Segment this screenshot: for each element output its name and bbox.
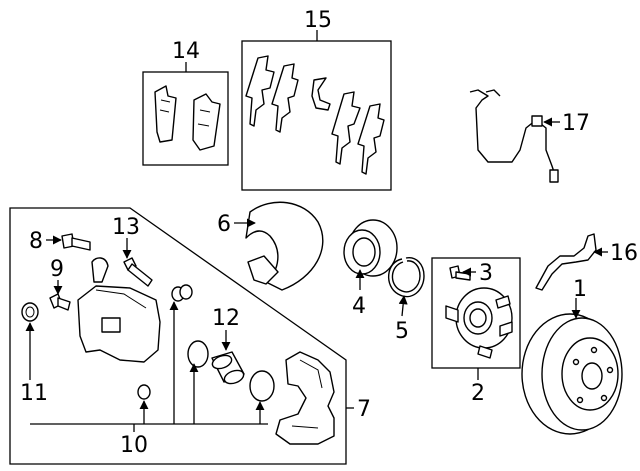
callout-1[interactable]: 1 — [573, 277, 587, 302]
callout-3[interactable]: 3 — [479, 261, 493, 286]
callout-16[interactable]: 16 — [610, 241, 638, 266]
abs-sensor-bracket[interactable] — [535, 233, 597, 291]
callout-11[interactable]: 11 — [20, 381, 48, 406]
caliper-bracket[interactable] — [275, 351, 335, 445]
callout-12[interactable]: 12 — [212, 306, 240, 331]
boot[interactable] — [137, 284, 193, 400]
callout-9[interactable]: 9 — [50, 257, 64, 282]
wheel-hub-assembly[interactable] — [445, 287, 513, 359]
callout-17[interactable]: 17 — [562, 111, 590, 136]
callout-7[interactable]: 7 — [357, 397, 371, 422]
bleeder-screw[interactable] — [49, 293, 71, 311]
callout-15[interactable]: 15 — [304, 8, 332, 33]
callout-14[interactable]: 14 — [172, 39, 200, 64]
pad-hardware-kit[interactable] — [241, 40, 392, 191]
callout-2[interactable]: 2 — [471, 381, 485, 406]
piston-seal[interactable] — [187, 340, 275, 402]
snap-ring[interactable] — [388, 257, 425, 298]
caliper-piston[interactable] — [211, 351, 246, 386]
callout-4[interactable]: 4 — [352, 294, 366, 319]
caliper-kit-outline — [9, 207, 347, 465]
brake-pad-set[interactable] — [142, 71, 229, 166]
hub-bolt[interactable] — [449, 265, 471, 281]
brake-hose[interactable] — [469, 89, 559, 183]
bleeder-cap[interactable] — [21, 302, 39, 322]
wheel-bearing[interactable] — [343, 219, 398, 277]
guide-pin-bolt[interactable] — [61, 233, 91, 251]
callout-6[interactable]: 6 — [217, 212, 231, 237]
leader-5 — [398, 295, 408, 317]
guide-pin[interactable] — [123, 257, 153, 287]
caliper-housing[interactable] — [77, 257, 161, 363]
callout-10[interactable]: 10 — [120, 433, 148, 458]
callout-8[interactable]: 8 — [29, 229, 43, 254]
dust-shield[interactable] — [245, 201, 324, 291]
callout-5[interactable]: 5 — [395, 319, 409, 344]
callout-13[interactable]: 13 — [112, 215, 140, 240]
hub-assembly-box — [431, 257, 521, 369]
brake-rotor[interactable] — [521, 313, 623, 435]
